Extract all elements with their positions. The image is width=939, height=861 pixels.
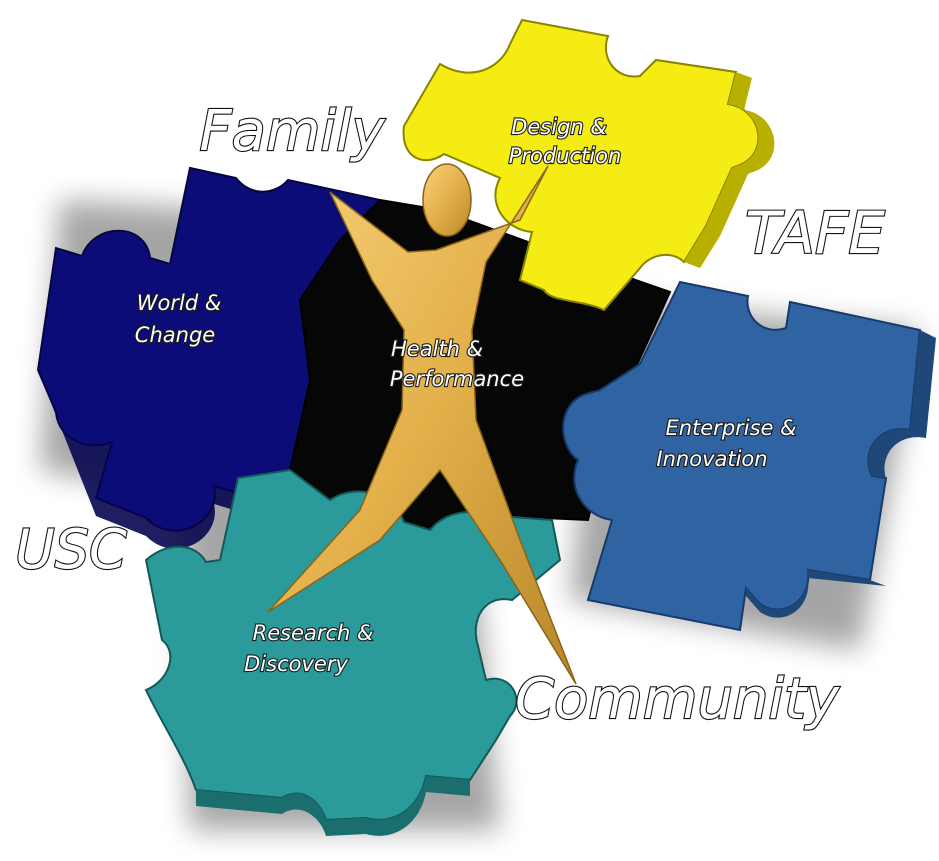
puzzle-piece-design-production: [402, 18, 775, 312]
word-tafe: TAFE: [745, 199, 885, 267]
puzzle-piece-enterprise-innovation: [562, 280, 936, 632]
research-discovery-line1: Research &: [253, 621, 374, 645]
label-research-discovery: Research & Discovery: [243, 620, 374, 677]
research-discovery-line2: Discovery: [244, 652, 348, 676]
label-design-production: Design & Production: [508, 114, 623, 169]
enterprise-innovation-line2: Innovation: [656, 447, 767, 471]
person-figure-icon: [267, 163, 577, 685]
label-enterprise-innovation: Enterprise & Innovation: [655, 415, 797, 472]
design-production-line2: Production: [509, 144, 622, 168]
label-health-performance: Health & Performance: [389, 336, 525, 392]
word-community: Community: [515, 667, 840, 732]
health-performance-line1: Health &: [391, 337, 483, 361]
design-production-line1: Design &: [511, 115, 607, 139]
puzzle-piece-research-discovery: [144, 468, 562, 836]
word-usc: USC: [15, 518, 127, 581]
word-family: Family: [199, 99, 385, 164]
label-world-change: World & Change: [134, 290, 223, 348]
world-change-line1: World &: [137, 291, 221, 315]
world-change-line2: Change: [135, 323, 215, 347]
health-performance-line2: Performance: [390, 367, 524, 391]
enterprise-innovation-line1: Enterprise &: [665, 416, 796, 440]
